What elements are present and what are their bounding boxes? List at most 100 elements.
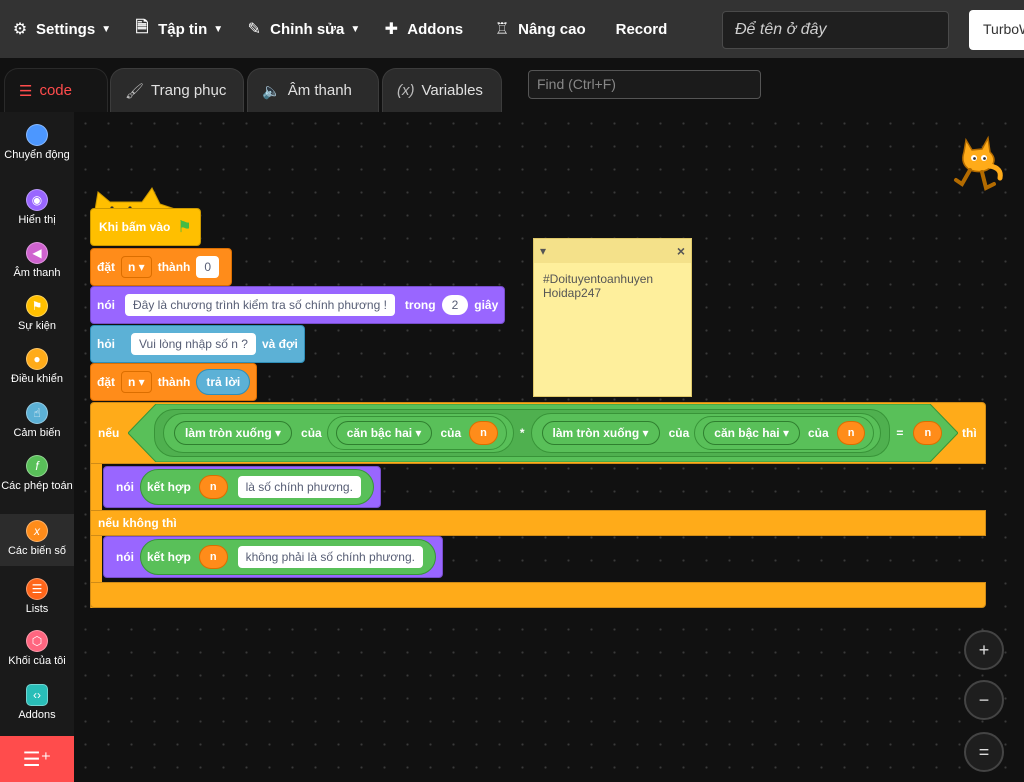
category-label: Lists [25, 603, 49, 615]
find-input[interactable]: Find (Ctrl+F) [528, 70, 761, 99]
gear-icon: ⚙ [12, 21, 28, 38]
sqrt-dropdown-2[interactable]: căn bậc hai ▾ [703, 421, 800, 445]
say-block-no[interactable]: nói kết hợp n không phải là số chính phư… [103, 536, 443, 578]
collapse-icon[interactable]: ▾ [540, 244, 547, 258]
advanced-menu[interactable]: ♖ Nâng cao [482, 0, 597, 58]
tab-code[interactable]: ☰ code [4, 68, 108, 112]
variable-dropdown[interactable]: n ▾ [121, 256, 152, 278]
ask-and-wait-block[interactable]: hỏi Vui lòng nhập số n ? và đợi [90, 325, 305, 363]
tab-variables-label: Variables [421, 82, 483, 99]
join-block-yes[interactable]: kết hợp n là số chính phương. [140, 469, 374, 505]
answer-reporter[interactable]: trả lời [196, 369, 251, 395]
category-events[interactable]: ⚑ Sự kiện [0, 289, 74, 342]
comment-note[interactable]: ▾ × #Doituyentoanhuyen Hoidap247 [533, 238, 692, 397]
if-footer [90, 582, 986, 608]
for-label: trong [404, 298, 436, 312]
category-control[interactable]: ● Điều khiển [0, 342, 74, 395]
variable-name: n [128, 260, 136, 274]
category-sensing[interactable]: ☝ Cảm biến [0, 396, 74, 449]
sqrt-block-1[interactable]: căn bậc hai ▾ của n [326, 416, 507, 450]
edit-label: Chỉnh sửa [270, 20, 345, 38]
comment-text[interactable]: #Doituyentoanhuyen Hoidap247 [543, 272, 654, 300]
tab-costumes[interactable]: 🖌 Trang phục [110, 68, 244, 112]
hand-icon: ☝ [26, 402, 48, 424]
category-label: Các biến số [7, 545, 67, 557]
variable-n-reporter[interactable]: n [836, 421, 866, 445]
category-label: Chuyển động [4, 149, 70, 161]
find-placeholder: Find (Ctrl+F) [537, 76, 616, 92]
say-label: nói [116, 480, 134, 494]
variable-icon: (x) [397, 82, 415, 99]
comment-header[interactable]: ▾ × [534, 239, 691, 263]
secs-field[interactable]: 2 [441, 295, 469, 315]
zoom-out-button[interactable]: − [964, 680, 1004, 720]
join-block-no[interactable]: kết hợp n không phải là số chính phương. [140, 539, 436, 575]
close-icon[interactable]: × [676, 243, 685, 259]
variable-n-reporter[interactable]: n [469, 421, 498, 445]
category-label: Các phép toán [1, 480, 73, 492]
variable-n-reporter[interactable]: n [198, 545, 228, 569]
say-block-yes[interactable]: nói kết hợp n là số chính phương. [103, 466, 381, 508]
join-text-field[interactable]: không phải là số chính phương. [237, 546, 423, 568]
code-workspace[interactable]: Khi bấm vào ⚑ đặt n ▾ thành 0 nói Đây là… [74, 112, 1024, 782]
sqrt-dropdown-1[interactable]: căn bậc hai ▾ [335, 421, 433, 445]
equals-operator-block[interactable]: làm tròn xuống ▾ của căn bậc hai ▾ của n… [154, 408, 946, 458]
floor-block-2[interactable]: làm tròn xuống ▾ của căn bậc hai ▾ của n [530, 413, 882, 453]
set-variable-block[interactable]: đặt n ▾ thành 0 [90, 248, 233, 286]
ask-text-field[interactable]: Vui lòng nhập số n ? [131, 333, 256, 355]
set-variable-answer-block[interactable]: đặt n ▾ thành trả lời [90, 363, 258, 401]
category-motion[interactable]: Chuyển động [0, 118, 74, 171]
multiply-operator-block[interactable]: làm tròn xuống ▾ của căn bậc hai ▾ của n… [154, 409, 891, 457]
tab-sounds[interactable]: 🔈 Âm thanh [247, 68, 379, 112]
zoom-out-icon: − [978, 689, 990, 710]
to-label: thành [157, 375, 191, 389]
value-field[interactable]: 0 [196, 256, 220, 278]
zoom-reset-button[interactable]: = [964, 732, 1004, 772]
add-extension-button[interactable]: ☰⁺ [0, 736, 74, 782]
addons-menu[interactable]: ✚ Addons [371, 0, 474, 58]
category-operators[interactable]: f Các phép toán [0, 449, 74, 502]
variable-n-reporter[interactable]: n [913, 421, 943, 445]
record-button[interactable]: Record [605, 0, 679, 58]
if-else-block[interactable]: nếu nếu không thì thì làm tròn xuống ▾ c… [90, 402, 986, 608]
tab-variables[interactable]: (x) Variables [382, 68, 502, 112]
flag-icon: ⚑ [26, 295, 48, 317]
category-sound[interactable]: ◀ Âm thanh [0, 236, 74, 289]
category-variables[interactable]: x Các biến số [0, 514, 74, 566]
edit-menu[interactable]: ✎ Chỉnh sửa ▼ [234, 0, 371, 58]
category-lists[interactable]: ☰ Lists [0, 572, 74, 625]
hat-block[interactable]: Khi bấm vào ⚑ [90, 184, 201, 246]
sqrt-label: căn bậc hai [714, 426, 780, 440]
say-label: nói [97, 298, 115, 312]
floor-dropdown-1[interactable]: làm tròn xuống ▾ [174, 421, 293, 445]
cube-icon: ⬡ [26, 630, 48, 652]
else-bar [90, 510, 986, 536]
say-label: nói [116, 550, 134, 564]
join-text-field[interactable]: là số chính phương. [237, 476, 361, 498]
say-for-secs-block[interactable]: nói Đây là chương trình kiểm tra số chín… [90, 286, 506, 324]
ask-label: hỏi [97, 337, 115, 351]
sprite-cat-icon [954, 135, 1003, 191]
floor-block-1[interactable]: làm tròn xuống ▾ của căn bậc hai ▾ của n [163, 413, 514, 453]
zoom-in-button[interactable]: + [964, 630, 1004, 670]
file-label: Tập tin [158, 20, 208, 38]
category-addons[interactable]: ‹› Addons [0, 678, 74, 731]
category-looks[interactable]: ◉ Hiển thị [0, 183, 74, 236]
if-arm [90, 464, 102, 608]
say-text-field[interactable]: Đây là chương trình kiểm tra số chính ph… [125, 294, 395, 316]
sqrt-block-2[interactable]: căn bậc hai ▾ của n [694, 416, 875, 450]
floor-dropdown-2[interactable]: làm tròn xuống ▾ [541, 421, 660, 445]
settings-menu[interactable]: ⚙ Settings ▼ [0, 0, 122, 58]
puzzle-icon: ✚ [384, 21, 398, 38]
turbowarp-button[interactable]: TurboWarp [969, 10, 1024, 50]
file-menu[interactable]: 🗎 Tập tin ▼ [122, 0, 234, 58]
join-label: kết hợp [147, 480, 191, 494]
project-title-input[interactable]: Để tên ở đây [722, 11, 949, 49]
zoom-reset-icon: = [978, 741, 990, 762]
of-label: của [440, 426, 462, 440]
when-flag-clicked-block[interactable]: Khi bấm vào ⚑ [90, 208, 201, 246]
variable-n-reporter[interactable]: n [198, 475, 228, 499]
variable-dropdown[interactable]: n ▾ [121, 371, 152, 393]
category-my-blocks[interactable]: ⬡ Khối của tôi [0, 624, 74, 677]
else-label: nếu không thì [98, 516, 177, 530]
